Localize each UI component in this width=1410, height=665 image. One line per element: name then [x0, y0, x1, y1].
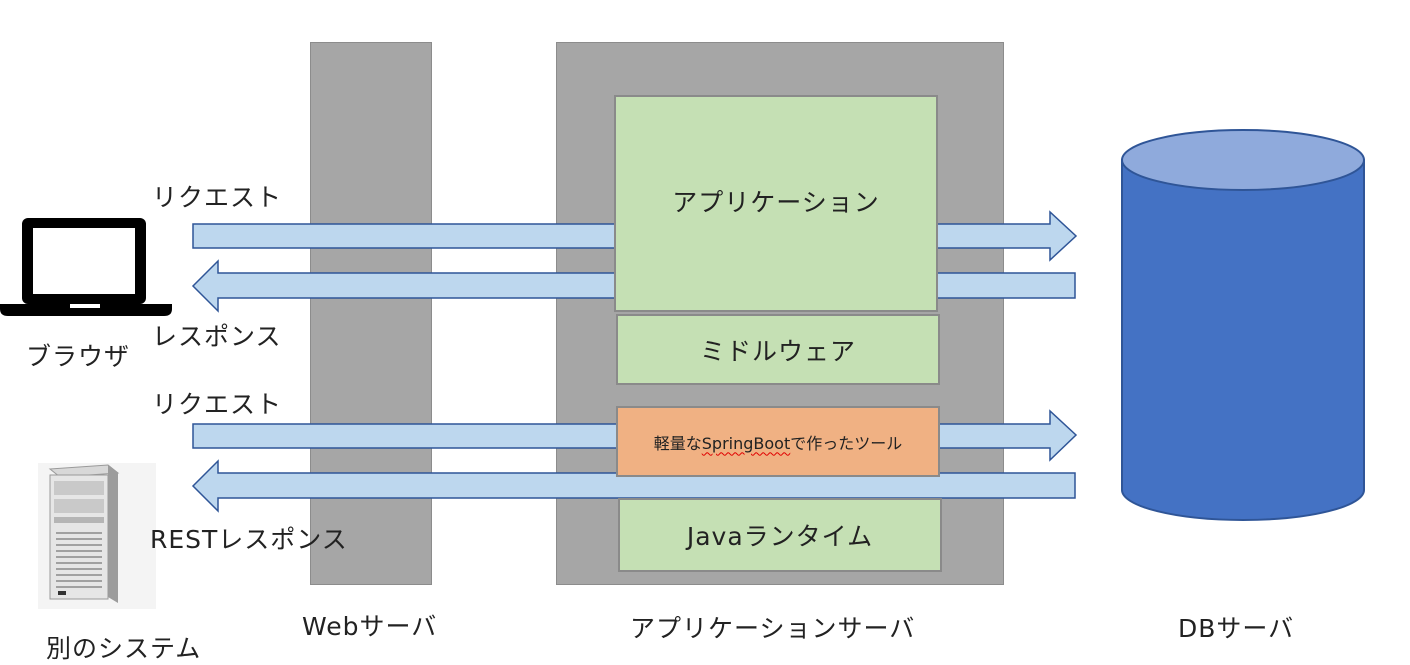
rest-response-label: RESTレスポンス	[150, 525, 348, 554]
database-cylinder-icon	[1121, 129, 1365, 521]
middleware-layer-label: ミドルウェア	[699, 336, 856, 366]
application-layer: アプリケーション	[614, 95, 938, 312]
db-server-label: DBサーバ	[1178, 614, 1295, 643]
java-runtime-label: Javaランタイム	[686, 522, 874, 551]
web-server-label: Webサーバ	[302, 612, 438, 641]
tool-suffix: で作ったツール	[790, 433, 903, 453]
laptop-icon	[0, 218, 172, 316]
tool-prefix: 軽量な	[653, 433, 702, 453]
springboot-tool-label: 軽量なSpringBootで作ったツール	[654, 430, 903, 454]
other-system-label: 別のシステム	[46, 634, 202, 663]
tower-server-icon	[38, 463, 156, 609]
java-runtime-layer: Javaランタイム	[618, 498, 942, 572]
request-label-top: リクエスト	[152, 183, 283, 212]
response-label-top: レスポンス	[152, 322, 282, 351]
browser-label: ブラウザ	[26, 342, 131, 371]
springboot-tool-layer: 軽量なSpringBootで作ったツール	[616, 406, 940, 477]
middleware-layer: ミドルウェア	[616, 314, 940, 385]
app-server-label: アプリケーションサーバ	[630, 614, 916, 643]
tool-springboot: SpringBoot	[701, 433, 791, 453]
application-layer-label: アプリケーション	[672, 188, 880, 217]
request-label-bottom: リクエスト	[152, 390, 283, 419]
